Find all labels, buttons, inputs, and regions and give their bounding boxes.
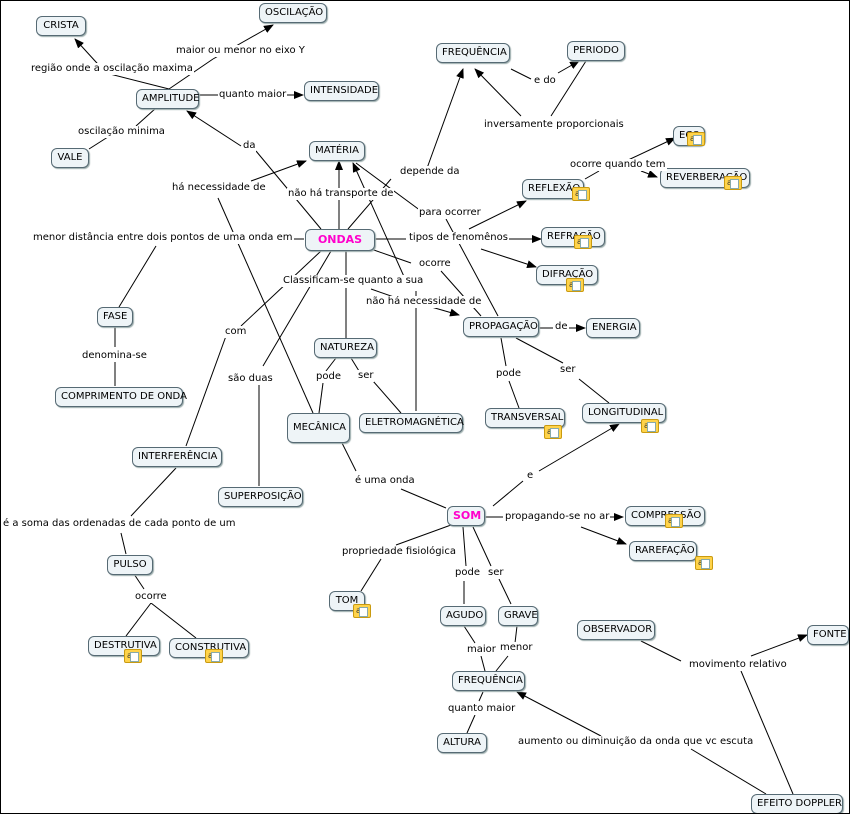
node-oscilacao[interactable]: OSCILAÇÃO (259, 3, 327, 23)
link-label-com: com (224, 326, 248, 338)
link-label-ha-necessidade-de: há necessidade de (171, 182, 267, 194)
link-label-ser-som: ser (487, 567, 505, 579)
link-label-sao-duas: são duas (227, 373, 274, 385)
link-label-quanto-maior: quanto maior (218, 89, 288, 101)
link-label-aumento-diminuicao: aumento ou diminuição da onda que vc esc… (517, 736, 755, 748)
link-label-da: da (242, 140, 257, 152)
node-pulso[interactable]: PULSO (107, 555, 153, 575)
node-transversal[interactable]: TRANSVERSAL (485, 408, 565, 428)
node-propagacao[interactable]: PROPAGAÇÃO (463, 317, 539, 337)
link-label-depende-da: depende da (399, 166, 461, 178)
node-ondas[interactable]: ONDAS (305, 229, 375, 251)
node-energia[interactable]: ENERGIA (586, 318, 640, 338)
link-label-de: de (554, 321, 569, 333)
refracao-resource-icon[interactable]: a (574, 235, 592, 249)
link-label-pode-som: pode (454, 567, 481, 579)
node-materia[interactable]: MATÉRIA (309, 141, 365, 161)
node-crista[interactable]: CRISTA (36, 16, 86, 36)
link-label-denomina-se: denomina-se (81, 350, 148, 362)
link-label-ocorre: ocorre (418, 258, 452, 270)
link-label-menor: menor (499, 642, 534, 654)
link-label-e: e (526, 470, 535, 482)
compressao-resource-icon[interactable]: a (665, 514, 683, 528)
node-natureza[interactable]: NATUREZA (314, 338, 377, 358)
construtiva-resource-icon[interactable]: a (205, 649, 223, 663)
link-label-propagando-se-no-ar: propagando-se no ar (504, 511, 611, 523)
node-som[interactable]: SOM (447, 506, 485, 526)
node-observador[interactable]: OBSERVADOR (577, 620, 655, 640)
node-reflexao[interactable]: REFLEXÃO (522, 179, 584, 199)
link-label-classificam-se: Classificam-se quanto a sua (282, 275, 425, 287)
destrutiva-resource-icon[interactable]: a (124, 649, 142, 663)
node-altura[interactable]: ALTURA (437, 733, 487, 753)
node-intensidade[interactable]: INTENSIDADE (304, 81, 379, 101)
link-label-quanto-maior-altura: quanto maior (447, 703, 517, 715)
link-label-maior: maior (466, 644, 497, 656)
node-periodo[interactable]: PERIODO (567, 41, 625, 61)
node-grave[interactable]: GRAVE (498, 606, 538, 626)
difracao-resource-icon[interactable]: a (566, 278, 584, 292)
node-amplitude[interactable]: AMPLITUDE (136, 89, 199, 109)
link-label-regiao-oscilacao-maxima: região onde a oscilação maxima (30, 63, 194, 75)
link-label-menor-distancia: menor distância entre dois pontos de uma… (32, 232, 294, 244)
link-label-inversamente-proporcionais: inversamente proporcionais (483, 119, 625, 131)
reverberacao-resource-icon[interactable]: a (724, 176, 742, 190)
link-label-propriedade-fisiologica: propriedade fisiológica (341, 546, 457, 558)
transversal-resource-icon[interactable]: a (544, 425, 562, 439)
link-label-tipos-de-fenomenos: tipos de fenomênos (408, 232, 509, 244)
link-label-e-uma-onda: é uma onda (354, 475, 416, 487)
link-label-ser-natureza: ser (357, 370, 375, 382)
link-label-movimento-relativo: movimento relativo (688, 659, 788, 671)
node-frequencia-bottom[interactable]: FREQUÊNCIA (452, 671, 525, 691)
longitudinal-resource-icon[interactable]: a (641, 419, 659, 433)
tom-resource-icon[interactable]: a (353, 604, 371, 618)
node-superposicao[interactable]: SUPERPOSIÇÃO (218, 487, 303, 507)
link-label-soma-ordenadas: é a soma das ordenadas de cada ponto de … (2, 518, 237, 530)
node-fonte[interactable]: FONTE (807, 625, 849, 645)
link-label-pode-natureza: pode (315, 371, 342, 383)
node-frequencia-top[interactable]: FREQUÊNCIA (436, 43, 510, 63)
link-label-para-ocorrer: para ocorrer (418, 207, 482, 219)
link-label-nao-ha-transporte-de: não há transporte de (287, 188, 395, 200)
node-interferencia[interactable]: INTERFERÊNCIA (132, 447, 222, 467)
reflexao-resource-icon[interactable]: a (572, 187, 590, 201)
node-agudo[interactable]: AGUDO (440, 606, 486, 626)
node-eletromagnetica[interactable]: ELETROMAGNÉTICA (359, 413, 464, 433)
link-label-ser-propagacao: ser (559, 364, 577, 376)
link-label-pode-propagacao: pode (495, 368, 522, 380)
eco-resource-icon[interactable]: a (687, 132, 705, 146)
link-label-ocorre-pulso: ocorre (134, 591, 168, 603)
node-vale[interactable]: VALE (51, 148, 89, 168)
link-label-ocorre-quando-tem: ocorre quando tem (569, 159, 667, 171)
link-label-maior-menor-eixo-y: maior ou menor no eixo Y (175, 45, 306, 57)
node-rarefacao[interactable]: RAREFAÇÃO (629, 541, 697, 561)
node-mecanica[interactable]: MECÂNICA (287, 413, 350, 443)
node-efeito-doppler[interactable]: EFEITO DOPPLER (751, 794, 843, 813)
node-refracao[interactable]: REFRAÇÃO (541, 227, 605, 247)
link-label-e-do: e do (533, 75, 557, 87)
node-longitudinal[interactable]: LONGITUDINAL (582, 403, 666, 423)
rarefacao-resource-icon[interactable]: a (695, 556, 713, 570)
node-fase[interactable]: FASE (97, 307, 133, 327)
node-comprimento-de-onda[interactable]: COMPRIMENTO DE ONDA (55, 387, 187, 407)
link-label-oscilacao-minima: oscilação minima (77, 126, 166, 138)
link-label-nao-ha-necessidade-de: não há necessidade de (365, 296, 483, 308)
